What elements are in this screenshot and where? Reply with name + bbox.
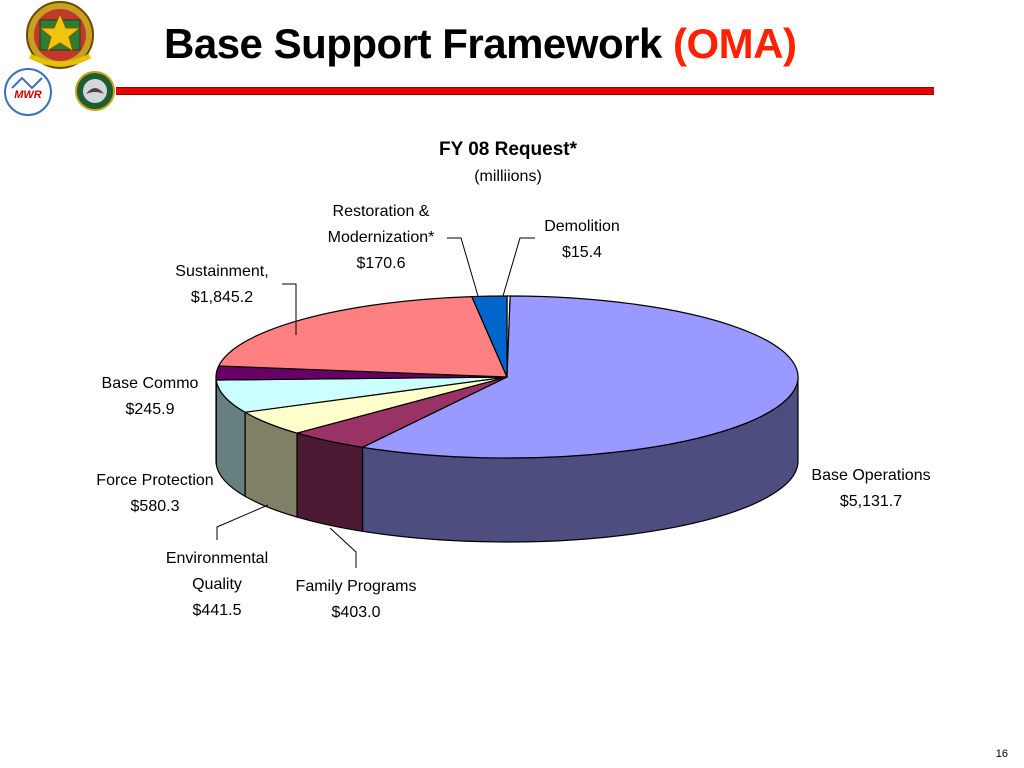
leader-line-family-programs (329, 527, 357, 568)
label-leader-lines (216, 237, 535, 568)
data-label-sustainment: Sustainment, $1,845.2 (175, 263, 268, 306)
mwr-logo-icon: MWR (4, 68, 52, 116)
data-label-line: Demolition (544, 218, 620, 235)
pie-slice-force-protection (215, 376, 508, 413)
data-label-line: $170.6 (357, 255, 406, 272)
data-label-line: $245.9 (126, 401, 175, 418)
data-label-line: Family Programs (296, 578, 417, 595)
leader-line-sustainment (282, 283, 297, 335)
chart-subtitle: (milliions) (474, 168, 542, 185)
data-label-line: Sustainment, (175, 263, 268, 280)
data-label-line: Base Commo (102, 375, 199, 392)
leader-line-environmental-quality (216, 504, 269, 540)
installation-management-insignia-icon (26, 1, 94, 69)
pie-side-walls (215, 376, 799, 543)
page-number: 16 (995, 748, 1008, 760)
pie-slices (215, 295, 799, 459)
data-label-demolition: Demolition $15.4 (544, 218, 620, 261)
chart-title: FY 08 Request* (439, 139, 578, 160)
data-label-base-operations: Base Operations $5,131.7 (811, 467, 930, 510)
pie-slice-restoration-modernization (471, 295, 508, 378)
data-label-line: Quality (192, 576, 242, 593)
data-label-line: Base Operations (811, 467, 930, 484)
data-label-line: $403.0 (332, 604, 381, 621)
data-label-line: Modernization* (328, 229, 435, 246)
pie-side-family-programs (296, 432, 364, 533)
data-label-line: Force Protection (96, 472, 213, 489)
leader-line-demolition (502, 237, 535, 297)
leader-line-restoration-modernization (447, 237, 479, 297)
pie-slice-sustainment (218, 295, 508, 378)
data-label-family-programs: Family Programs $403.0 (296, 578, 417, 621)
mwr-logo-text: MWR (14, 89, 42, 101)
data-label-line: $1,845.2 (191, 289, 253, 306)
data-label-line: $15.4 (562, 244, 602, 261)
data-label-base-commo: Base Commo $245.9 (102, 375, 199, 418)
title-divider (116, 87, 934, 95)
data-label-force-protection: Force Protection $580.3 (96, 472, 213, 515)
data-label-line: Environmental (166, 550, 268, 567)
data-label-line: $580.3 (131, 498, 180, 515)
slide-title-main: Base Support Framework (164, 20, 662, 67)
slide-title: Base Support Framework (OMA) (164, 18, 797, 70)
data-label-line: $441.5 (193, 602, 242, 619)
slide-title-accent: (OMA) (672, 20, 797, 67)
data-label-line: $5,131.7 (840, 493, 902, 510)
data-label-line: Restoration & (333, 203, 430, 220)
data-label-restoration-modernization: Restoration & Modernization* $170.6 (328, 203, 435, 272)
pie-slice-base-operations (361, 295, 799, 459)
eagle-seal-icon (75, 71, 115, 111)
